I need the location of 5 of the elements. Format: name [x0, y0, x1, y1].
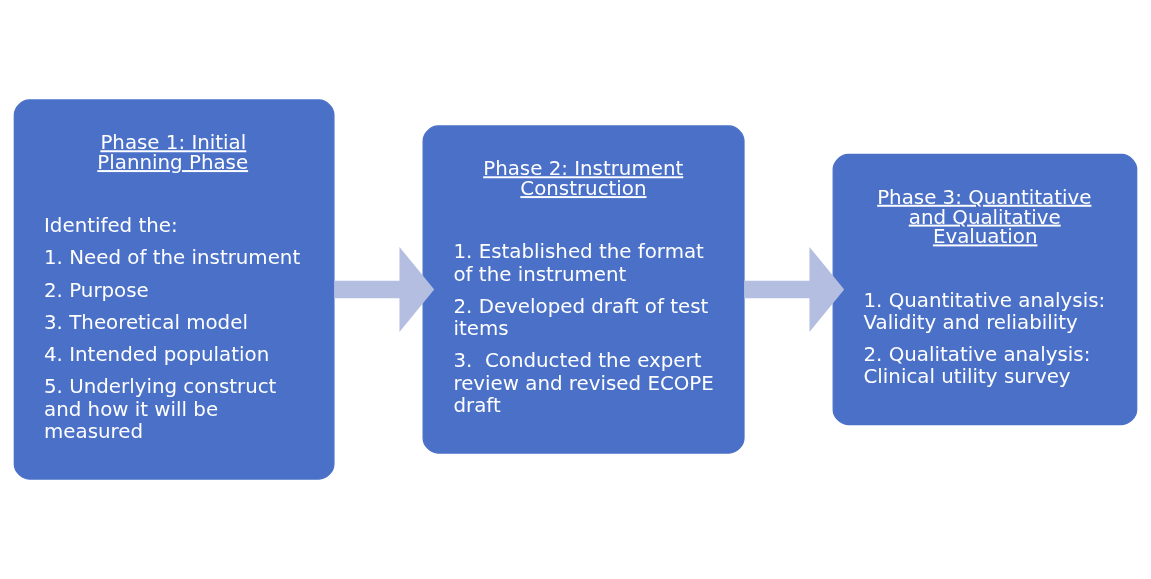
arrow	[744, 246, 845, 333]
node-box: Phase 1: Initial Planning Phase Identifed the: 1. Need of the instrument 2. Purpose 3. Theoretical model 4. Intended population 5. Underlying construct and how it will be measured	[13, 99, 335, 480]
node-box: Phase 2: Instrument Construction 1. Established the format of the instrument 2. Developed draft of test items 3. Conducted the expert review and revised ECOPE draft	[422, 125, 745, 454]
node-box: Phase 3: Quantitative and Qualitative Evaluation 1. Quantitative analysis: Validity and reliability 2. Qualitative analysis: Clinical utility survey	[832, 153, 1138, 426]
arrow	[334, 246, 435, 333]
